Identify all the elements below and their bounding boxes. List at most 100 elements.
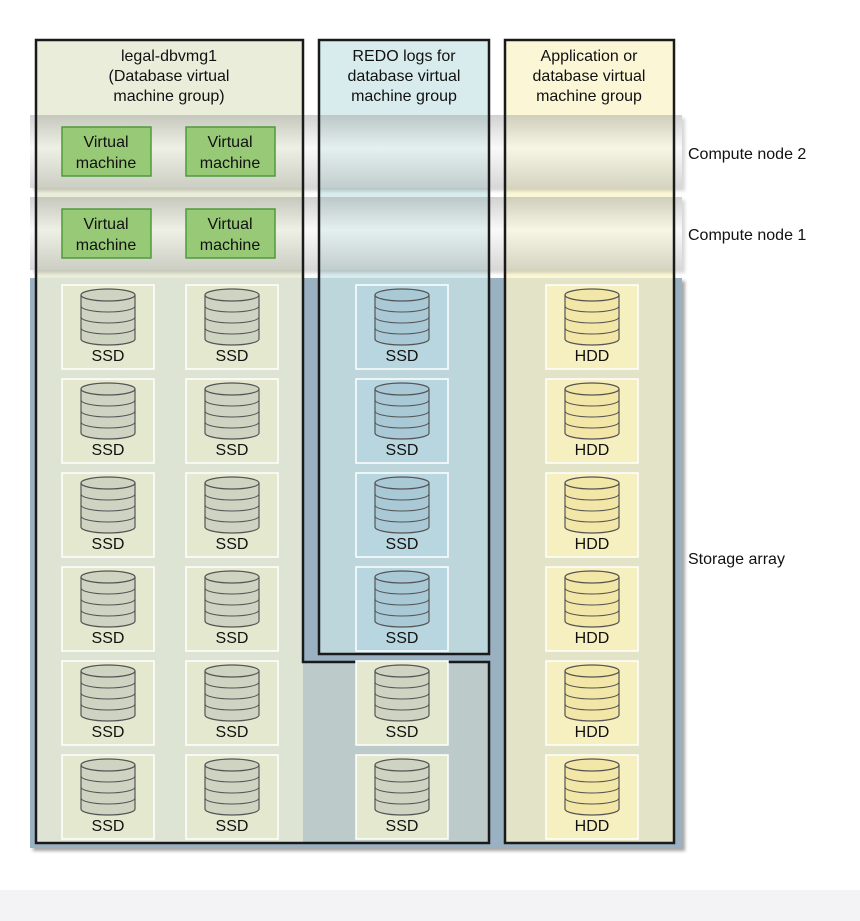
- database-cylinder-icon: [564, 476, 620, 534]
- redo-group-label-line: REDO logs for: [352, 48, 456, 65]
- legal-ssd-col1-disk: SSD: [61, 284, 155, 370]
- vm-label-line: Virtual: [207, 216, 252, 233]
- ssd-label: SSD: [92, 348, 125, 365]
- ssd-label: SSD: [92, 630, 125, 647]
- ssd-label: SSD: [216, 630, 249, 647]
- database-cylinder-icon: [564, 382, 620, 440]
- database-cylinder-icon: [374, 664, 430, 722]
- legal-ssd-col3-disk: SSD: [355, 660, 449, 746]
- compute-node-1-label: Compute node 1: [688, 227, 806, 244]
- vm-label-line: Virtual: [207, 134, 252, 151]
- database-cylinder-icon: [80, 664, 136, 722]
- app-hdd-disk: HDD: [545, 378, 639, 464]
- app-group-label-line: Application or: [541, 48, 639, 65]
- ssd-label: SSD: [386, 442, 419, 459]
- database-cylinder-icon: [374, 476, 430, 534]
- app-group-label: Application or database virtual machine …: [533, 48, 646, 105]
- ssd-label: SSD: [386, 818, 419, 835]
- redo-group-outline: [317, 38, 491, 656]
- hdd-label: HDD: [575, 348, 610, 365]
- legal-group-label-line: (Database virtual: [109, 68, 230, 85]
- legal-ssd-col2-disk: SSD: [185, 472, 279, 558]
- database-cylinder-icon: [80, 476, 136, 534]
- legal-group-label-line: machine group): [113, 88, 224, 105]
- database-cylinder-icon: [204, 570, 260, 628]
- legal-group-outline: [34, 38, 491, 845]
- ssd-label: SSD: [216, 724, 249, 741]
- legal-ssd-col2-disk: SSD: [185, 284, 279, 370]
- database-cylinder-icon: [204, 758, 260, 816]
- redo-ssd-disk: SSD: [355, 566, 449, 652]
- app-hdd-disk: HDD: [545, 754, 639, 840]
- virtual-machine-node2-a: Virtual machine: [61, 126, 152, 177]
- legal-ssd-col3-disk: SSD: [355, 754, 449, 840]
- app-hdd-disk: HDD: [545, 566, 639, 652]
- storage-disks: SSD SSD SSD SSD SSD SSD SSD SSD SSD SSD SSD SSD SSD S…: [61, 284, 639, 840]
- legal-ssd-col2-disk: SSD: [185, 566, 279, 652]
- ssd-label: SSD: [216, 348, 249, 365]
- database-cylinder-icon: [564, 570, 620, 628]
- legal-ssd-col1-disk: SSD: [61, 378, 155, 464]
- app-hdd-disk: HDD: [545, 472, 639, 558]
- ssd-label: SSD: [386, 536, 419, 553]
- hdd-label: HDD: [575, 630, 610, 647]
- ssd-label: SSD: [386, 724, 419, 741]
- legal-ssd-col2-disk: SSD: [185, 660, 279, 746]
- ssd-label: SSD: [386, 348, 419, 365]
- vm-label-line: machine: [200, 155, 261, 172]
- footer-band: [0, 890, 860, 921]
- vm-label-line: Virtual: [83, 134, 128, 151]
- database-cylinder-icon: [80, 382, 136, 440]
- redo-group-label-line: database virtual: [348, 68, 461, 85]
- legal-ssd-col1-disk: SSD: [61, 472, 155, 558]
- redo-ssd-disk: SSD: [355, 472, 449, 558]
- redo-ssd-disk: SSD: [355, 378, 449, 464]
- database-cylinder-icon: [374, 382, 430, 440]
- vm-label-line: machine: [76, 155, 137, 172]
- ssd-label: SSD: [216, 818, 249, 835]
- hdd-label: HDD: [575, 818, 610, 835]
- app-group-outline: [503, 38, 676, 845]
- database-cylinder-icon: [204, 288, 260, 346]
- legal-ssd-col1-disk: SSD: [61, 566, 155, 652]
- app-group-label-line: machine group: [536, 88, 642, 105]
- app-group-label-line: database virtual: [533, 68, 646, 85]
- ssd-label: SSD: [92, 536, 125, 553]
- database-cylinder-icon: [80, 288, 136, 346]
- redo-ssd-disk: SSD: [355, 284, 449, 370]
- compute-node-2-label: Compute node 2: [688, 146, 806, 163]
- ssd-label: SSD: [92, 724, 125, 741]
- redo-group-label-line: machine group: [351, 88, 457, 105]
- hdd-label: HDD: [575, 724, 610, 741]
- legal-ssd-col1-disk: SSD: [61, 754, 155, 840]
- virtual-machine-node2-b: Virtual machine: [185, 126, 276, 177]
- virtual-machine-node1-b: Virtual machine: [185, 208, 276, 259]
- database-cylinder-icon: [204, 476, 260, 534]
- database-cylinder-icon: [374, 288, 430, 346]
- database-cylinder-icon: [204, 664, 260, 722]
- database-cylinder-icon: [374, 758, 430, 816]
- legal-ssd-col2-disk: SSD: [185, 378, 279, 464]
- redo-group-label: REDO logs for database virtual machine g…: [348, 48, 461, 105]
- storage-array-label: Storage array: [688, 551, 785, 568]
- legal-group-label: legal-dbvmg1 (Database virtual machine g…: [109, 48, 230, 105]
- ssd-label: SSD: [216, 442, 249, 459]
- legal-ssd-col1-disk: SSD: [61, 660, 155, 746]
- database-cylinder-icon: [80, 758, 136, 816]
- legal-group-label-line: legal-dbvmg1: [121, 48, 217, 65]
- database-cylinder-icon: [204, 382, 260, 440]
- vm-label-line: machine: [200, 237, 261, 254]
- ssd-label: SSD: [216, 536, 249, 553]
- database-cylinder-icon: [564, 758, 620, 816]
- database-cylinder-icon: [80, 570, 136, 628]
- virtual-machine-node1-a: Virtual machine: [61, 208, 152, 259]
- database-cylinder-icon: [564, 664, 620, 722]
- ssd-label: SSD: [92, 442, 125, 459]
- ssd-label: SSD: [386, 630, 419, 647]
- ssd-label: SSD: [92, 818, 125, 835]
- database-cylinder-icon: [374, 570, 430, 628]
- hdd-label: HDD: [575, 442, 610, 459]
- app-hdd-disk: HDD: [545, 284, 639, 370]
- database-cylinder-icon: [564, 288, 620, 346]
